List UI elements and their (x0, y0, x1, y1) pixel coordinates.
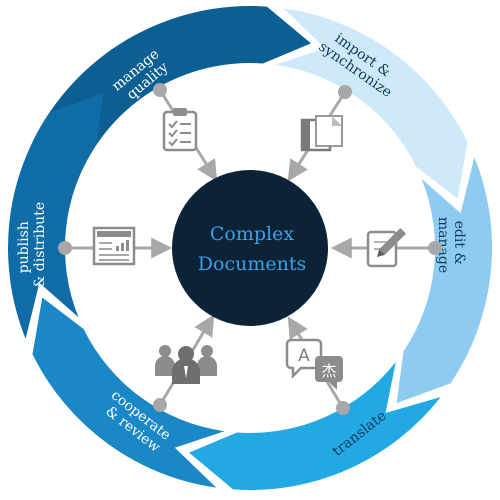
center-circle (172, 170, 328, 326)
svg-text:A: A (298, 346, 310, 366)
segment-translate (189, 361, 441, 490)
label-publish-distribute: publish & distribute (16, 202, 48, 288)
dot-manage-quality (153, 83, 167, 97)
svg-text:杰: 杰 (321, 362, 336, 380)
center-title-line1: Complex (210, 223, 294, 245)
clipboard-checklist-icon (162, 108, 198, 152)
connector-dots (58, 83, 442, 415)
segment-publish-distribute (7, 92, 104, 339)
cycle-ring (7, 6, 493, 490)
dot-publish-distribute (58, 241, 72, 255)
people-group-icon (155, 345, 217, 384)
segment-manage-quality (32, 6, 311, 167)
document-import-icon (300, 115, 343, 152)
dot-translate (336, 401, 350, 415)
center-hub: Complex Documents (172, 170, 328, 326)
edit-document-pencil-icon (366, 227, 407, 268)
segment-edit-manage (396, 157, 493, 404)
dot-edit-manage (428, 241, 442, 255)
translate-bubbles-icon: A 杰 (285, 338, 343, 390)
segment-import-synchronize (275, 8, 468, 199)
dot-import-synchronize (338, 85, 352, 99)
label-edit-manage: edit & manage (435, 217, 467, 273)
segment-cooperate-review (32, 297, 225, 488)
center-title-line2: Documents (198, 253, 306, 275)
dot-cooperate-review (153, 398, 167, 412)
newspaper-chart-icon (92, 226, 136, 266)
